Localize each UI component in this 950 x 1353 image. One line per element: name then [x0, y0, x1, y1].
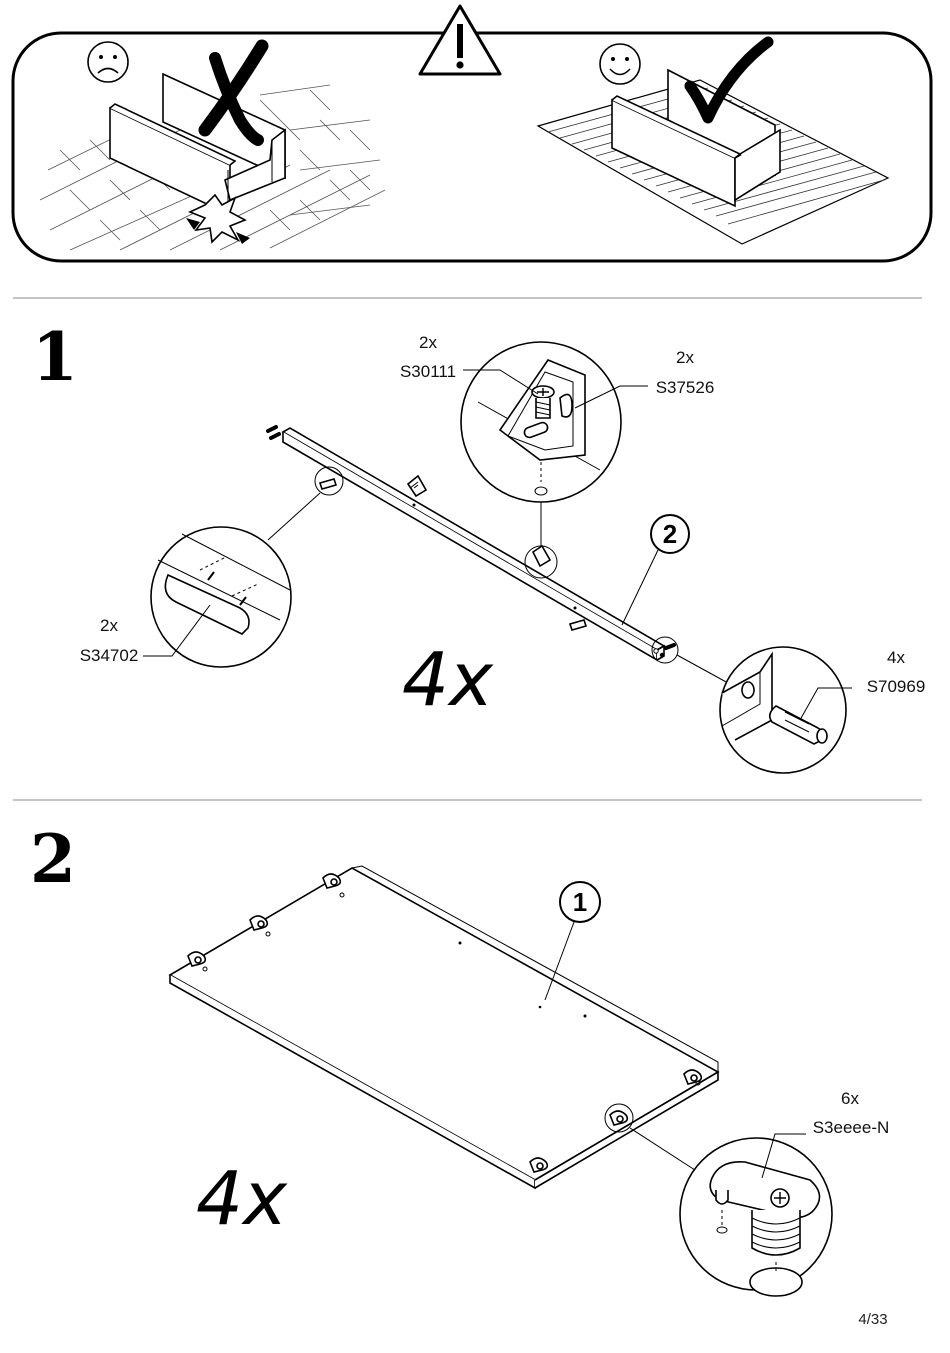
part-code: S37526: [656, 378, 715, 397]
cam-detail: [150, 526, 292, 668]
detail-marker: [604, 1103, 634, 1133]
happy-face-icon: [599, 43, 641, 85]
rail-part: [266, 425, 676, 662]
part-callout-2: 2: [621, 514, 690, 626]
part-code: S30111: [400, 362, 456, 381]
cam-lock-detail: [679, 1137, 833, 1297]
board-part: [168, 865, 720, 1190]
part-qty: 6x: [841, 1089, 859, 1108]
part-code: S70969: [867, 677, 926, 696]
step-quantity: 4x: [402, 637, 494, 723]
detail-marker: [314, 466, 344, 496]
part-qty: 2x: [676, 348, 694, 367]
exclamation-triangle-icon: [418, 4, 502, 76]
cam-locks: [187, 873, 703, 1173]
svg-text:2: 2: [663, 519, 677, 549]
step-2: 2 4x: [30, 820, 890, 1297]
part-code: S34702: [80, 646, 139, 665]
wrong-assembly-illustration: [39, 39, 386, 251]
dowel-detail: [719, 646, 847, 774]
part-code: S3eeee-N: [813, 1118, 890, 1137]
part-qty: 2x: [100, 616, 118, 635]
correct-assembly-illustration: [536, 36, 890, 245]
part-qty: 4x: [887, 648, 905, 667]
warning-panel: [11, 4, 933, 263]
bracket-detail: [460, 341, 622, 503]
step-number: 1: [32, 318, 78, 396]
tile-floor: [39, 84, 386, 251]
page-number: 4/33: [858, 1311, 887, 1328]
part-callout-1: 1: [544, 881, 601, 1001]
step-quantity: 4x: [196, 1156, 288, 1242]
part-qty: 2x: [419, 333, 437, 352]
detail-marker: [651, 636, 679, 664]
sad-face-icon: [87, 41, 129, 83]
step-1: 1 4x: [32, 318, 926, 774]
check-mark-icon: [684, 36, 774, 124]
step-number: 2: [30, 820, 76, 898]
svg-text:1: 1: [573, 887, 587, 917]
cross-mark-icon: [198, 39, 269, 146]
